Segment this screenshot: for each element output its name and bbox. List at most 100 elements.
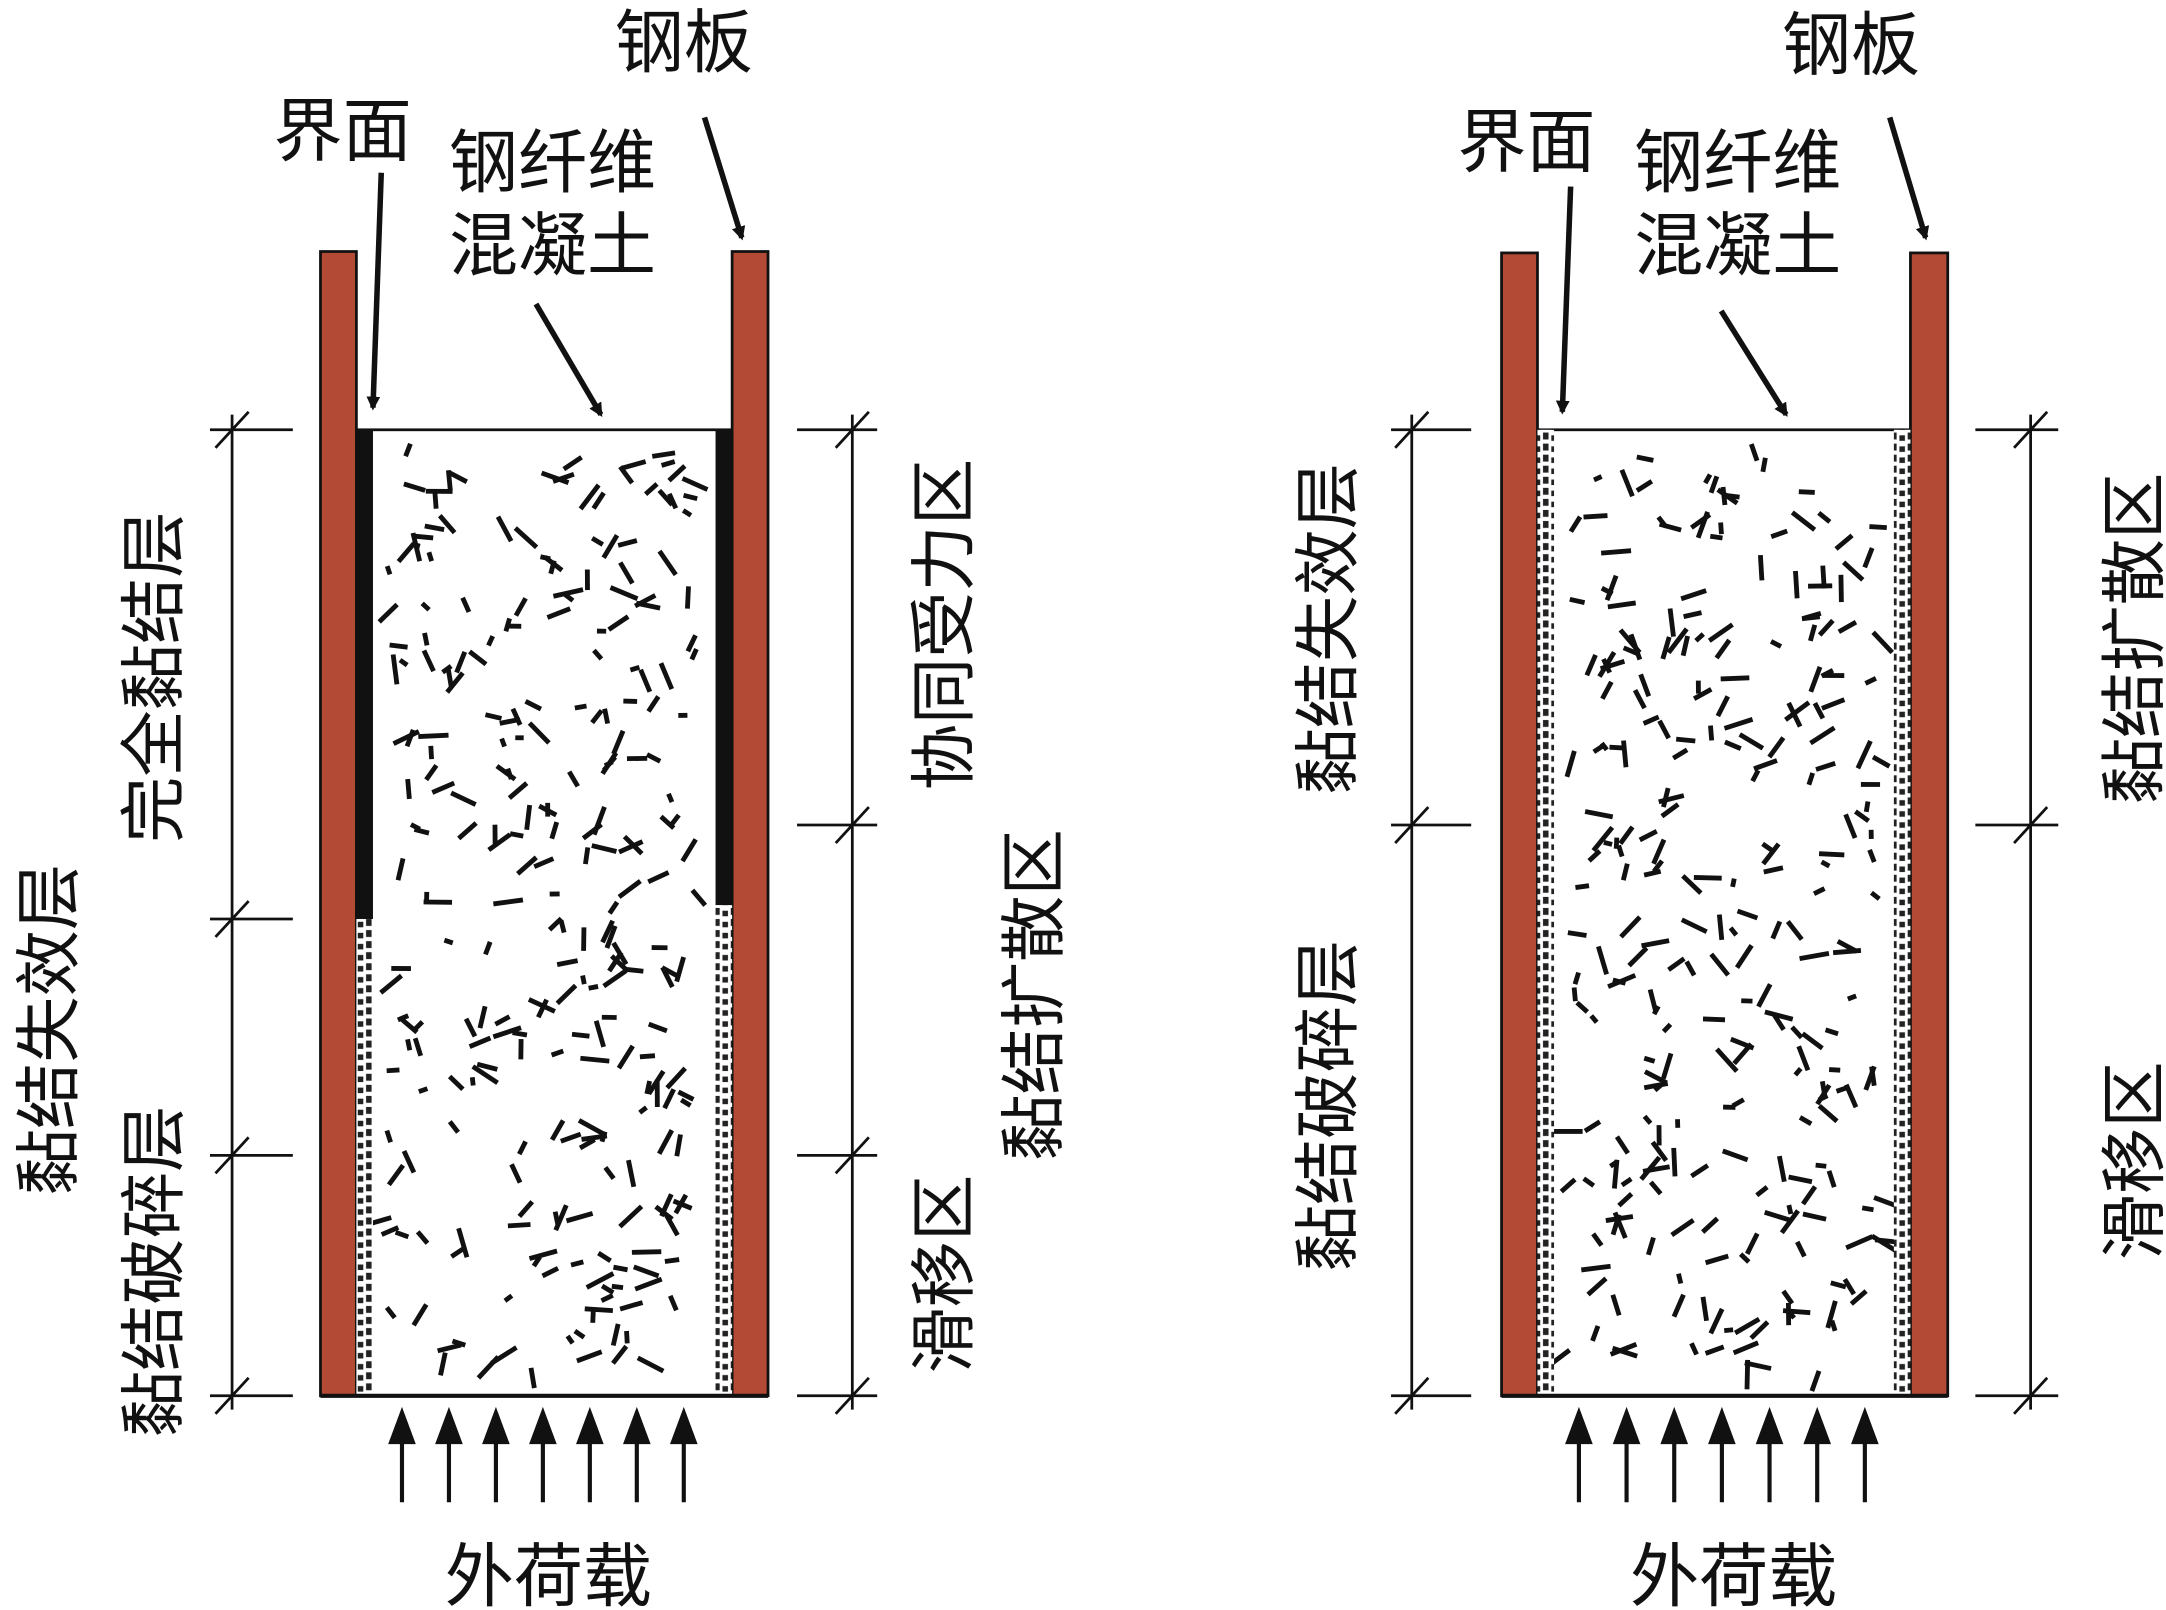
steel-fiber [1842,1277,1856,1296]
steel-fiber [591,806,607,836]
steel-fiber [1796,1045,1811,1072]
steel-fiber [1785,1308,1796,1320]
steel-fiber [527,721,551,745]
steel-fiber [1869,890,1881,901]
steel-fiber [1609,744,1623,751]
steel-fiber [1607,600,1637,610]
steel-fiber [379,973,404,995]
steel-fiber [1600,548,1632,556]
steel-fiber [1799,950,1830,961]
label-steel-plate: 钢板 [1782,6,1920,86]
steel-fiber [396,542,416,564]
steel-fiber [1761,842,1781,866]
steel-fiber [405,1038,413,1051]
steel-fiber [1837,620,1858,634]
steel-fiber [1721,1148,1749,1163]
steel-fiber [1723,1327,1734,1334]
label-bond-failure-layer: 黏结失效层 [10,864,88,1196]
steel-fiber [486,635,495,647]
steel-fiber [540,470,570,485]
steel-fiber [1613,837,1620,849]
arrow-interface [366,172,385,411]
label-load: 外荷载 [1630,1537,1837,1610]
steel-plate-right [1909,251,1950,1398]
label-interface: 界面 [274,92,412,172]
steel-fiber [1636,454,1654,463]
steel-fiber [1628,633,1643,661]
steel-fiber [611,729,626,755]
steel-fiber [1627,946,1649,968]
steel-fiber [1619,915,1642,939]
steel-fiber [443,937,454,946]
steel-fiber [610,1323,621,1347]
steel-fiber [1651,838,1667,865]
steel-fiber [660,459,676,468]
steel-fiber [1869,524,1887,531]
steel-fiber [431,780,456,795]
steel-fiber [1584,809,1614,820]
steel-fiber [1680,635,1690,657]
steel-fiber [1671,1147,1678,1177]
crushed-interface-left [1537,429,1555,1396]
steel-fiber [1704,1344,1725,1356]
steel-fiber [1871,754,1891,769]
steel-fiber [418,1086,429,1094]
steel-fiber [1575,883,1590,890]
steel-fiber [1616,844,1625,858]
dimension-right [797,410,878,1415]
steel-fiber [600,919,615,944]
steel-fiber [1862,547,1875,569]
steel-fiber [1808,624,1818,642]
arrow-concrete [533,302,604,417]
steel-fiber [404,728,416,748]
steel-fiber [685,586,691,609]
steel-fiber [396,1013,410,1023]
steel-fiber [1589,1014,1599,1024]
steel-fiber [1586,1276,1608,1297]
steel-fiber [1769,639,1783,649]
steel-fiber [603,1165,616,1181]
steel-fiber [1582,1176,1596,1188]
steel-fiber [584,1306,614,1314]
steel-fiber [1632,688,1647,710]
steel-fiber [528,1367,537,1389]
steel-fiber [412,1037,423,1057]
steel-fiber [1723,717,1754,731]
steel-fiber [516,855,538,876]
steel-fiber [437,1342,462,1354]
steel-fiber [602,968,628,989]
steel-fiber [1645,1236,1656,1256]
label-steel-plate: 钢板 [615,3,753,83]
steel-fiber [666,792,675,804]
steel-fiber [552,587,584,599]
steel-fiber [1788,1174,1813,1185]
load-arrow-head [1612,1406,1641,1445]
steel-fiber [512,1030,528,1038]
steel-fiber [445,469,453,492]
steel-fiber [424,763,439,782]
steel-fiber [384,1129,393,1144]
steel-fiber [1785,920,1804,941]
load-arrow-head [529,1406,557,1445]
steel-fiber [571,1031,590,1039]
steel-fiber [607,900,620,915]
steel-fiber [601,534,620,559]
steel-fiber [1672,747,1689,761]
steel-fiber [1694,632,1705,643]
steel-fiber [1874,1237,1897,1245]
steel-fiber [588,984,599,991]
steel-fiber [1620,1176,1633,1188]
steel-fiber [1643,1069,1668,1086]
steel-fiber [1709,952,1731,977]
steel-fiber [424,523,445,533]
crushed-interface-right [715,905,733,1396]
label-concrete-2: 混凝土 [449,206,656,286]
steel-fiber [1767,736,1786,759]
full-bond-interface-right [715,429,733,906]
steel-fiber [634,1276,663,1292]
steel-fiber [639,1053,656,1060]
steel-fiber [503,617,512,633]
load-arrow-head [623,1406,651,1445]
steel-fiber [593,1020,606,1048]
load-arrow-head [388,1406,416,1445]
